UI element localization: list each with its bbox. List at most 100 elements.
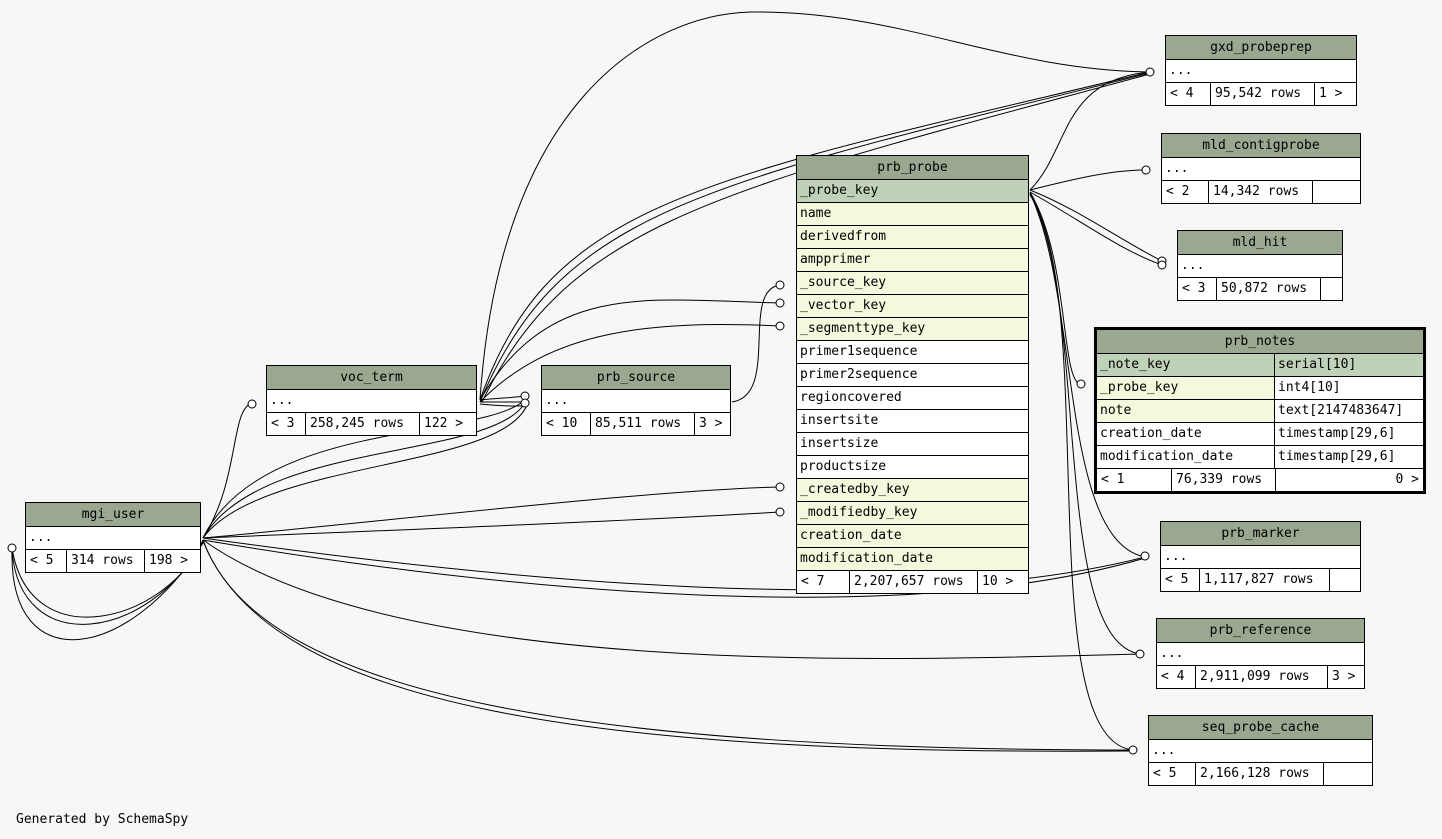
table-footer: < 1 76,339 rows 0 > [1097, 469, 1423, 491]
edge-source-key [731, 284, 781, 403]
column-row[interactable]: _probe_key [797, 180, 1028, 203]
edge-probe-hit-1 [1029, 189, 1163, 262]
edge-modifiedby [202, 511, 781, 539]
column-type: int4[10] [1274, 377, 1423, 399]
column-row[interactable]: primer1sequence [797, 341, 1028, 364]
children-link[interactable]: 1 > [1314, 83, 1356, 105]
table-footer: < 5 2,166,128 rows [1149, 763, 1372, 785]
column-row[interactable]: _modifiedby_key [797, 502, 1028, 525]
table-row: ... [1149, 740, 1372, 763]
children-link[interactable] [1312, 181, 1360, 203]
children-link[interactable]: 10 > [977, 571, 1028, 593]
parents-link[interactable]: < 3 [1182, 281, 1206, 296]
table-footer: < 3 50,872 rows [1178, 278, 1342, 300]
table-prb_probe[interactable]: prb_probe _probe_key name derivedfrom am… [796, 155, 1029, 594]
table-title: mld_contigprobe [1162, 134, 1360, 158]
column-row[interactable]: name [797, 203, 1028, 226]
table-footer: < 5 314 rows 198 > [26, 550, 200, 572]
column-type: timestamp[29,6] [1274, 423, 1423, 445]
row-count: 2,207,657 rows [849, 571, 977, 593]
children-link[interactable] [1320, 278, 1342, 300]
children-link[interactable]: 3 > [694, 413, 730, 435]
row-count: 314 rows [66, 550, 144, 572]
table-row: ... [1161, 546, 1360, 569]
table-gxd_probeprep[interactable]: gxd_probeprep ... < 4 95,542 rows 1 > [1165, 35, 1357, 106]
edge-probe-contig [1029, 169, 1147, 191]
edge-probe-hit-2 [1029, 191, 1163, 266]
parents-link[interactable]: < 5 [1165, 572, 1189, 587]
children-link[interactable] [1329, 569, 1360, 591]
column-row[interactable]: creation_date [797, 525, 1028, 548]
parents-link[interactable]: < 4 [1161, 669, 1185, 684]
table-row: ... [1166, 60, 1356, 83]
parents-link[interactable]: < 10 [546, 416, 578, 431]
children-link[interactable]: 198 > [144, 550, 200, 572]
parents-link[interactable]: < 3 [271, 416, 295, 431]
table-mld_hit[interactable]: mld_hit ... < 3 50,872 rows [1177, 230, 1343, 301]
table-mld_contigprobe[interactable]: mld_contigprobe ... < 2 14,342 rows [1161, 133, 1361, 204]
column-type: text[2147483647] [1274, 400, 1423, 422]
column-row[interactable]: _vector_key [797, 295, 1028, 318]
parents-link[interactable]: < 5 [30, 553, 54, 568]
column-row[interactable]: _segmenttype_key [797, 318, 1028, 341]
table-footer: < 2 14,342 rows [1162, 181, 1360, 203]
parents-link[interactable]: < 1 [1101, 472, 1125, 487]
edge-user-voc [202, 402, 253, 539]
table-title: prb_source [542, 366, 730, 390]
children-link[interactable] [1323, 763, 1372, 785]
table-title: prb_probe [797, 156, 1028, 180]
column-type: serial[10] [1274, 354, 1423, 376]
column-row[interactable]: ampprimer [797, 249, 1028, 272]
column-row[interactable]: regioncovered [797, 387, 1028, 410]
parents-link[interactable]: < 7 [801, 574, 825, 589]
row-count: 14,342 rows [1208, 181, 1312, 203]
table-row: ... [1162, 158, 1360, 181]
edge-probe-gxd [1029, 71, 1151, 191]
table-title: gxd_probeprep [1166, 36, 1356, 60]
table-title: prb_marker [1161, 522, 1360, 546]
children-link[interactable]: 122 > [419, 413, 476, 435]
table-prb_notes[interactable]: prb_notes _note_key serial[10] _probe_key… [1094, 327, 1426, 494]
table-prb_reference[interactable]: prb_reference ... < 4 2,911,099 rows 3 > [1156, 618, 1365, 689]
edge-voc-source-3 [479, 403, 526, 407]
column-row[interactable]: _probe_key int4[10] [1097, 377, 1423, 400]
parents-link[interactable]: < 5 [1153, 766, 1177, 781]
children-link[interactable]: 0 > [1275, 469, 1423, 491]
table-mgi_user[interactable]: mgi_user ... < 5 314 rows 198 > [25, 502, 201, 573]
row-count: 76,339 rows [1171, 469, 1275, 491]
column-row[interactable]: _note_key serial[10] [1097, 354, 1423, 377]
column-row[interactable]: modification_date [797, 548, 1028, 571]
column-row[interactable]: _createdby_key [797, 479, 1028, 502]
parents-link[interactable]: < 2 [1166, 184, 1190, 199]
table-title: prb_notes [1097, 330, 1423, 354]
table-title: seq_probe_cache [1149, 716, 1372, 740]
column-row[interactable]: insertsite [797, 410, 1028, 433]
table-title: prb_reference [1157, 619, 1364, 643]
table-footer: < 4 95,542 rows 1 > [1166, 83, 1356, 105]
table-row: ... [1157, 643, 1364, 666]
table-footer: < 3 258,245 rows 122 > [267, 413, 476, 435]
table-prb_source[interactable]: prb_source ... < 10 85,511 rows 3 > [541, 365, 731, 436]
column-type: timestamp[29,6] [1274, 446, 1423, 468]
children-link[interactable]: 3 > [1327, 666, 1364, 688]
column-row[interactable]: primer2sequence [797, 364, 1028, 387]
edge-probe-notes [1029, 191, 1082, 386]
column-name: _probe_key [1100, 380, 1179, 395]
column-row[interactable]: productsize [797, 456, 1028, 479]
column-row[interactable]: derivedfrom [797, 226, 1028, 249]
table-prb_marker[interactable]: prb_marker ... < 5 1,117,827 rows [1160, 521, 1361, 592]
table-footer: < 4 2,911,099 rows 3 > [1157, 666, 1364, 688]
table-seq_probe_cache[interactable]: seq_probe_cache ... < 5 2,166,128 rows [1148, 715, 1373, 786]
edge-createdby [202, 486, 781, 539]
column-row[interactable]: _source_key [797, 272, 1028, 295]
row-count: 2,166,128 rows [1195, 763, 1323, 785]
table-voc_term[interactable]: voc_term ... < 3 258,245 rows 122 > [266, 365, 477, 436]
table-title: voc_term [267, 366, 476, 390]
parents-link[interactable]: < 4 [1170, 86, 1194, 101]
table-footer: < 7 2,207,657 rows 10 > [797, 571, 1028, 593]
column-name: _note_key [1100, 357, 1171, 372]
column-row[interactable]: insertsize [797, 433, 1028, 456]
